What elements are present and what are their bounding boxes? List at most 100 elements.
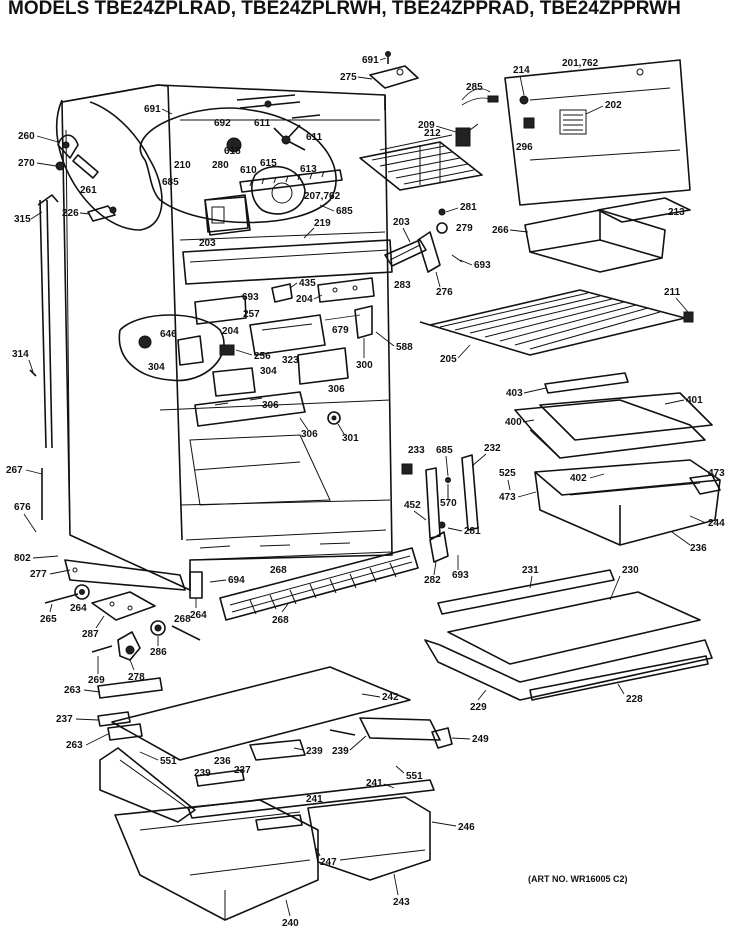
label-275: 275 xyxy=(340,72,357,83)
label-435: 435 xyxy=(299,278,316,289)
label-279: 279 xyxy=(456,223,473,234)
label-611-b: 611 xyxy=(306,132,323,143)
bracket-283 xyxy=(384,239,427,267)
label-551: 551 xyxy=(160,756,177,767)
detail-callouts xyxy=(56,99,337,382)
label-611: 611 xyxy=(254,118,271,129)
label-277: 277 xyxy=(30,569,47,580)
label-267: 267 xyxy=(6,465,23,476)
label-300: 300 xyxy=(356,360,373,371)
label-241-b: 241 xyxy=(366,778,383,789)
part-300 xyxy=(354,305,373,339)
label-239-b: 239 xyxy=(332,746,349,757)
label-691: 691 xyxy=(362,55,379,66)
top-right-panel xyxy=(504,59,691,206)
label-676: 676 xyxy=(14,502,31,513)
tray-213 xyxy=(597,197,691,223)
label-694: 694 xyxy=(228,575,245,586)
label-306-b: 306 xyxy=(262,400,279,411)
label-268: 268 xyxy=(270,565,287,576)
label-214: 214 xyxy=(513,65,530,76)
label-264-b: 264 xyxy=(70,603,87,614)
label-237: 237 xyxy=(56,714,73,725)
label-269: 269 xyxy=(88,675,105,686)
label-239: 239 xyxy=(306,746,323,757)
label-452: 452 xyxy=(404,500,421,511)
label-402: 402 xyxy=(570,473,587,484)
module-304 xyxy=(138,335,256,397)
label-230: 230 xyxy=(622,565,639,576)
screw-691-top xyxy=(385,51,391,64)
tube-315 xyxy=(37,194,59,449)
label-685-c: 685 xyxy=(436,445,453,456)
label-231: 231 xyxy=(522,565,539,576)
label-693-c: 693 xyxy=(452,570,469,581)
label-285: 285 xyxy=(466,82,483,93)
label-209: 209 xyxy=(418,120,435,131)
caster-278 xyxy=(117,631,141,661)
label-473: 473 xyxy=(708,468,725,479)
label-261: 261 xyxy=(80,185,97,196)
hinge-260 xyxy=(57,134,79,159)
label-278: 278 xyxy=(128,672,145,683)
glass-230 xyxy=(424,591,713,701)
label-240: 240 xyxy=(282,918,299,929)
part-labels: 691 275 285 214 201,762 202 260 270 261 … xyxy=(6,55,725,929)
slides-241 xyxy=(187,779,435,831)
label-201-762: 201,762 xyxy=(562,58,599,69)
bracket-233 xyxy=(401,463,441,539)
label-264: 264 xyxy=(190,610,207,621)
label-260: 260 xyxy=(18,131,35,142)
label-232: 232 xyxy=(484,443,501,454)
label-203: 203 xyxy=(199,238,216,249)
label-691-b: 691 xyxy=(144,104,161,115)
bracket-232 xyxy=(461,454,479,531)
drawer-243 xyxy=(307,796,431,881)
strip-231 xyxy=(437,569,615,615)
label-257: 257 xyxy=(243,309,260,320)
label-263-b: 263 xyxy=(66,740,83,751)
label-693: 693 xyxy=(474,260,491,271)
label-525: 525 xyxy=(499,468,516,479)
label-237-b: 237 xyxy=(234,765,251,776)
label-685-b: 685 xyxy=(336,206,353,217)
label-306-c: 306 xyxy=(301,429,318,440)
screw-693 xyxy=(451,254,463,263)
label-226: 226 xyxy=(62,208,79,219)
label-323: 323 xyxy=(282,355,299,366)
label-282: 282 xyxy=(424,575,441,586)
frame-551 xyxy=(99,747,196,823)
label-242: 242 xyxy=(382,692,399,703)
label-212: 212 xyxy=(424,128,441,139)
label-692: 692 xyxy=(214,118,231,129)
label-613: 613 xyxy=(300,164,317,175)
label-266: 266 xyxy=(492,225,509,236)
label-268-c: 268 xyxy=(174,614,191,625)
label-314: 314 xyxy=(12,349,29,360)
label-210: 210 xyxy=(174,160,191,171)
label-265: 265 xyxy=(40,614,57,625)
cap-211 xyxy=(683,311,694,323)
label-229: 229 xyxy=(470,702,487,713)
art-number: (ART NO. WR16005 C2) xyxy=(528,874,628,884)
wire-shelf-205 xyxy=(419,289,686,356)
label-205: 205 xyxy=(440,354,457,365)
label-315: 315 xyxy=(14,214,31,225)
clip-314 xyxy=(29,369,37,377)
label-281: 281 xyxy=(460,202,477,213)
label-306: 306 xyxy=(328,384,345,395)
label-204: 204 xyxy=(296,294,313,305)
label-207-762: 207,762 xyxy=(304,191,341,202)
label-802: 802 xyxy=(14,553,31,564)
label-213: 213 xyxy=(668,207,685,218)
support-239 xyxy=(249,717,441,761)
label-685: 685 xyxy=(162,177,179,188)
rail-263 xyxy=(97,677,163,741)
pin-261 xyxy=(72,154,99,179)
bar-237 xyxy=(97,711,131,727)
terminal-209 xyxy=(455,123,479,147)
label-304-b: 304 xyxy=(260,366,277,377)
label-304: 304 xyxy=(148,362,165,373)
support-276 xyxy=(417,231,441,273)
part-282 xyxy=(429,521,449,563)
